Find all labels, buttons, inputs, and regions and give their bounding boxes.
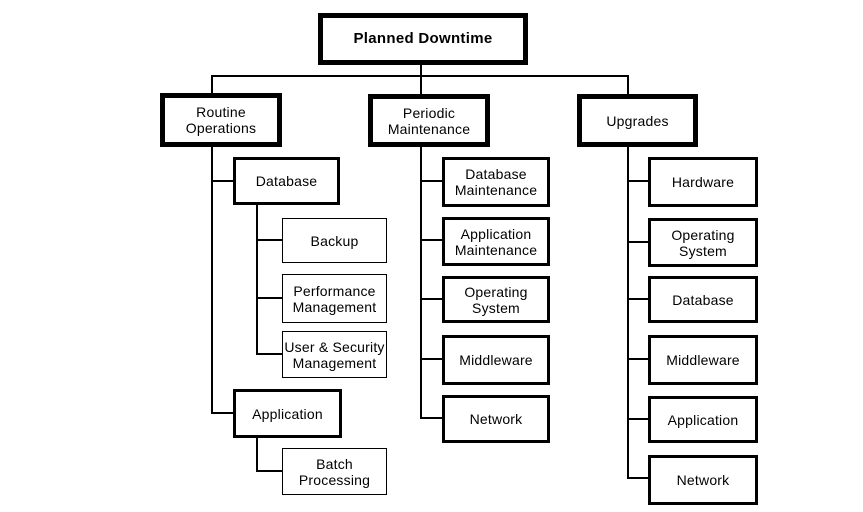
connector-drop-routine [211,75,213,95]
connector-spine-upgrades [627,146,629,479]
connector-spine-routine [211,146,213,414]
node-network-mid: Network [442,395,550,443]
connector-drop-upgrades [627,75,629,96]
node-performance-management: Performance Management [282,274,387,323]
connector-stub-hardware [627,180,651,182]
connector-spine-application [256,437,258,472]
node-upgrades: Upgrades [577,94,698,147]
connector-stub-backup [256,239,283,241]
connector-stub-db-right [627,298,651,300]
connector-spine-periodic [420,146,422,419]
connector-stub-mw-right [627,358,651,360]
node-batch-processing: Batch Processing [282,448,387,495]
connector-stub-user-security [256,353,283,355]
connector-stub-os-right [627,241,651,243]
connector-stub-app-right [627,418,651,420]
node-routine-operations: Routine Operations [160,93,282,147]
node-operating-system-right: Operating System [648,218,758,267]
node-middleware-right: Middleware [648,335,758,385]
connector-stub-net-mid [420,417,443,419]
connector-stub-batch [256,470,283,472]
connector-root-drop [420,63,422,77]
node-planned-downtime: Planned Downtime [318,13,528,65]
node-application: Application [233,389,342,438]
node-backup: Backup [282,218,387,263]
connector-stub-net-right [627,477,651,479]
connector-stub-db-maint [420,180,443,182]
connector-stub-database [211,180,235,182]
connector-stub-app-maint [420,239,443,241]
node-periodic-maintenance: Periodic Maintenance [368,94,490,147]
node-database-maintenance: Database Maintenance [442,157,550,207]
connector-stub-performance [256,297,283,299]
node-middleware-mid: Middleware [442,335,550,385]
connector-spine-database [256,204,258,355]
node-user-security-management: User & Security Management [282,331,387,378]
node-database: Database [233,157,340,205]
node-application-maintenance: Application Maintenance [442,217,550,266]
connector-stub-mw-mid [420,358,443,360]
node-database-right: Database [648,276,758,323]
node-network-right: Network [648,455,758,505]
node-operating-system-mid: Operating System [442,276,550,323]
connector-drop-periodic [420,75,422,96]
connector-stub-os-mid [420,298,443,300]
node-hardware: Hardware [648,157,758,207]
connector-stub-application [211,412,235,414]
node-application-right: Application [648,396,758,443]
